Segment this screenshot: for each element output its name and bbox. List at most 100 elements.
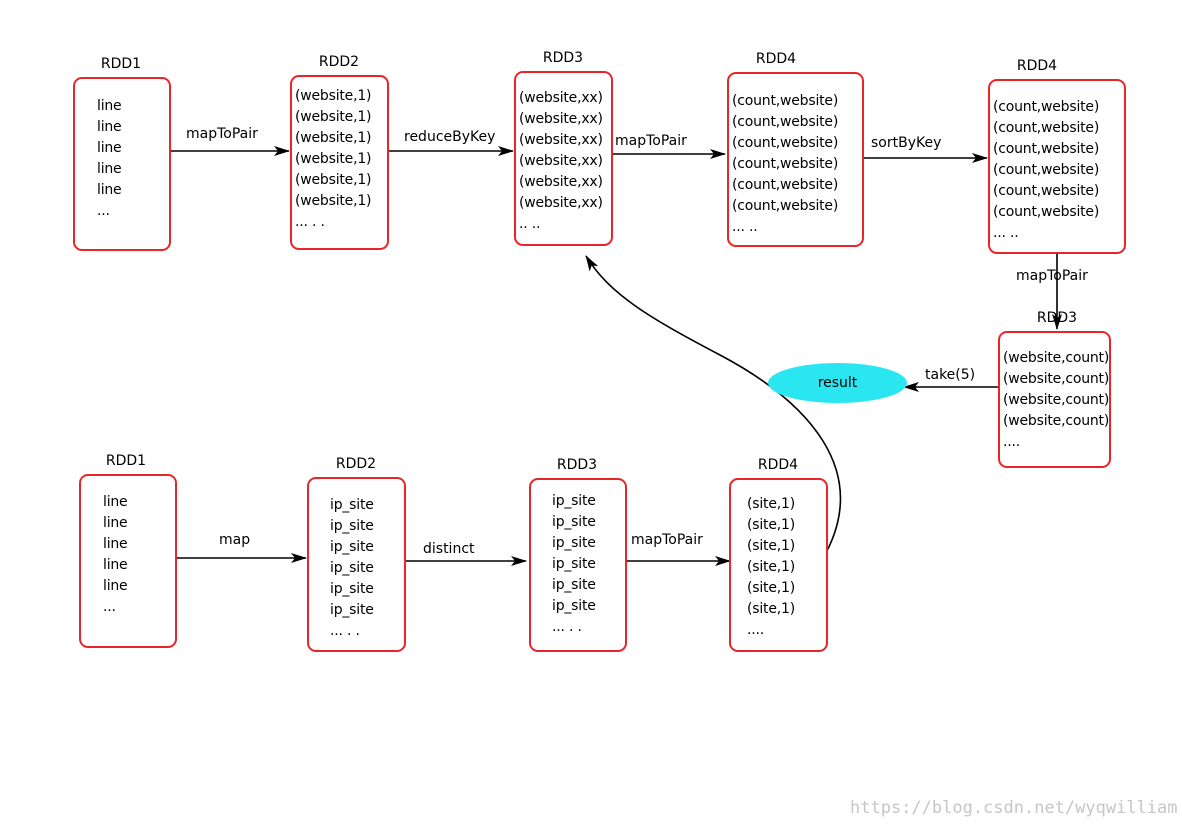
top-rdd4-box: (count,website) (count,website) (count,w… [727, 72, 864, 247]
list-item: ... . . [552, 619, 582, 635]
list-item: (site,1) [747, 580, 795, 596]
list-item: ... . . [330, 623, 360, 639]
list-item: line [103, 557, 128, 573]
label-sort-by-key: sortByKey [871, 135, 942, 151]
list-item: ip_site [552, 556, 596, 572]
list-item: (count,website) [732, 114, 839, 130]
label-reduce-by-key: reduceByKey [404, 129, 496, 145]
list-item: ... .. [732, 219, 758, 235]
top-rdd3-final-title: RDD3 [1036, 310, 1078, 326]
list-item: (website,1) [295, 172, 372, 188]
list-item: ... . . [295, 214, 325, 230]
list-item: (count,website) [732, 93, 839, 109]
bottom-rdd4-content: (site,1) (site,1) (site,1) (site,1) (sit… [747, 494, 795, 641]
list-item: .. .. [519, 216, 541, 232]
bottom-rdd2-content: ip_site ip_site ip_site ip_site ip_site … [330, 495, 374, 642]
list-item: (website,count) [1003, 413, 1110, 429]
result-ellipse: result [768, 363, 907, 403]
bottom-rdd2-title: RDD2 [335, 456, 377, 472]
edge-curve-rdd4-to-rdd3 [585, 255, 842, 561]
watermark: https://blog.csdn.net/wyqwilliam [850, 798, 1178, 818]
list-item: ip_site [330, 560, 374, 576]
list-item: ip_site [330, 539, 374, 555]
list-item: (website,xx) [519, 174, 603, 190]
bottom-rdd4-title: RDD4 [757, 457, 799, 473]
label-take: take(5) [925, 367, 976, 383]
top-rdd2-title: RDD2 [318, 54, 360, 70]
list-item: line [97, 119, 122, 135]
list-item: ... [97, 203, 110, 219]
label-distinct: distinct [423, 541, 475, 557]
label-map-to-pair-1: mapToPair [186, 126, 258, 142]
list-item: (website,count) [1003, 392, 1110, 408]
top-rdd3-title: RDD3 [542, 50, 584, 66]
list-item: (count,website) [993, 120, 1100, 136]
top-rdd4-sorted-title: RDD4 [1016, 58, 1058, 74]
top-rdd3-content: (website,xx) (website,xx) (website,xx) (… [519, 88, 603, 235]
bottom-rdd3-content: ip_site ip_site ip_site ip_site ip_site … [552, 491, 596, 638]
list-item: (site,1) [747, 601, 795, 617]
list-item: ip_site [552, 514, 596, 530]
list-item: ip_site [552, 577, 596, 593]
list-item: line [97, 140, 122, 156]
top-rdd4-sorted-box: (count,website) (count,website) (count,w… [988, 79, 1126, 254]
top-rdd3-final-content: (website,count) (website,count) (website… [1003, 348, 1109, 453]
top-rdd3-box: (website,xx) (website,xx) (website,xx) (… [514, 71, 613, 246]
top-rdd1-content: line line line line line ... [97, 96, 122, 222]
bottom-rdd3-box: ip_site ip_site ip_site ip_site ip_site … [529, 478, 627, 652]
top-rdd1-box: line line line line line ... [73, 77, 171, 251]
bottom-rdd3-title: RDD3 [556, 457, 598, 473]
list-item: line [103, 578, 128, 594]
label-map: map [219, 532, 251, 548]
list-item: ip_site [330, 581, 374, 597]
list-item: (site,1) [747, 538, 795, 554]
list-item: (website,1) [295, 193, 372, 209]
list-item: (website,xx) [519, 132, 603, 148]
bottom-rdd1-box: line line line line line ... [79, 474, 177, 648]
top-rdd1-title: RDD1 [100, 56, 142, 72]
list-item: line [103, 536, 128, 552]
list-item: (website,xx) [519, 195, 603, 211]
top-rdd3-final-box: (website,count) (website,count) (website… [998, 331, 1111, 468]
list-item: ... [103, 599, 116, 615]
list-item: line [97, 182, 122, 198]
list-item: line [97, 161, 122, 177]
list-item: (website,1) [295, 130, 372, 146]
list-item: (count,website) [732, 177, 839, 193]
list-item: (site,1) [747, 559, 795, 575]
list-item: line [103, 515, 128, 531]
list-item: ip_site [552, 598, 596, 614]
label-map-to-pair-2: mapToPair [615, 133, 687, 149]
list-item: (website,1) [295, 88, 372, 104]
list-item: (count,website) [993, 183, 1100, 199]
list-item: (website,1) [295, 151, 372, 167]
list-item: (website,xx) [519, 90, 603, 106]
list-item: .... [747, 622, 765, 638]
bottom-rdd1-content: line line line line line ... [103, 492, 128, 618]
list-item: (website,xx) [519, 153, 603, 169]
top-rdd2-box: (website,1) (website,1) (website,1) (web… [290, 75, 389, 250]
list-item: line [97, 98, 122, 114]
list-item: ip_site [330, 602, 374, 618]
bottom-rdd1-title: RDD1 [105, 453, 147, 469]
list-item: (count,website) [993, 99, 1100, 115]
list-item: ip_site [552, 535, 596, 551]
top-rdd4-title: RDD4 [755, 51, 797, 67]
result-label: result [817, 375, 858, 391]
list-item: (site,1) [747, 496, 795, 512]
list-item: .... [1003, 434, 1021, 450]
list-item: line [103, 494, 128, 510]
list-item: ... .. [993, 225, 1019, 241]
list-item: (count,website) [732, 135, 839, 151]
list-item: (count,website) [732, 198, 839, 214]
label-map-to-pair-3: mapToPair [1016, 268, 1088, 284]
list-item: (website,count) [1003, 371, 1110, 387]
list-item: ip_site [330, 497, 374, 513]
list-item: (count,website) [993, 204, 1100, 220]
list-item: (count,website) [732, 156, 839, 172]
bottom-rdd4-box: (site,1) (site,1) (site,1) (site,1) (sit… [729, 478, 828, 652]
bottom-rdd2-box: ip_site ip_site ip_site ip_site ip_site … [307, 477, 406, 652]
list-item: ip_site [552, 493, 596, 509]
list-item: (website,1) [295, 109, 372, 125]
